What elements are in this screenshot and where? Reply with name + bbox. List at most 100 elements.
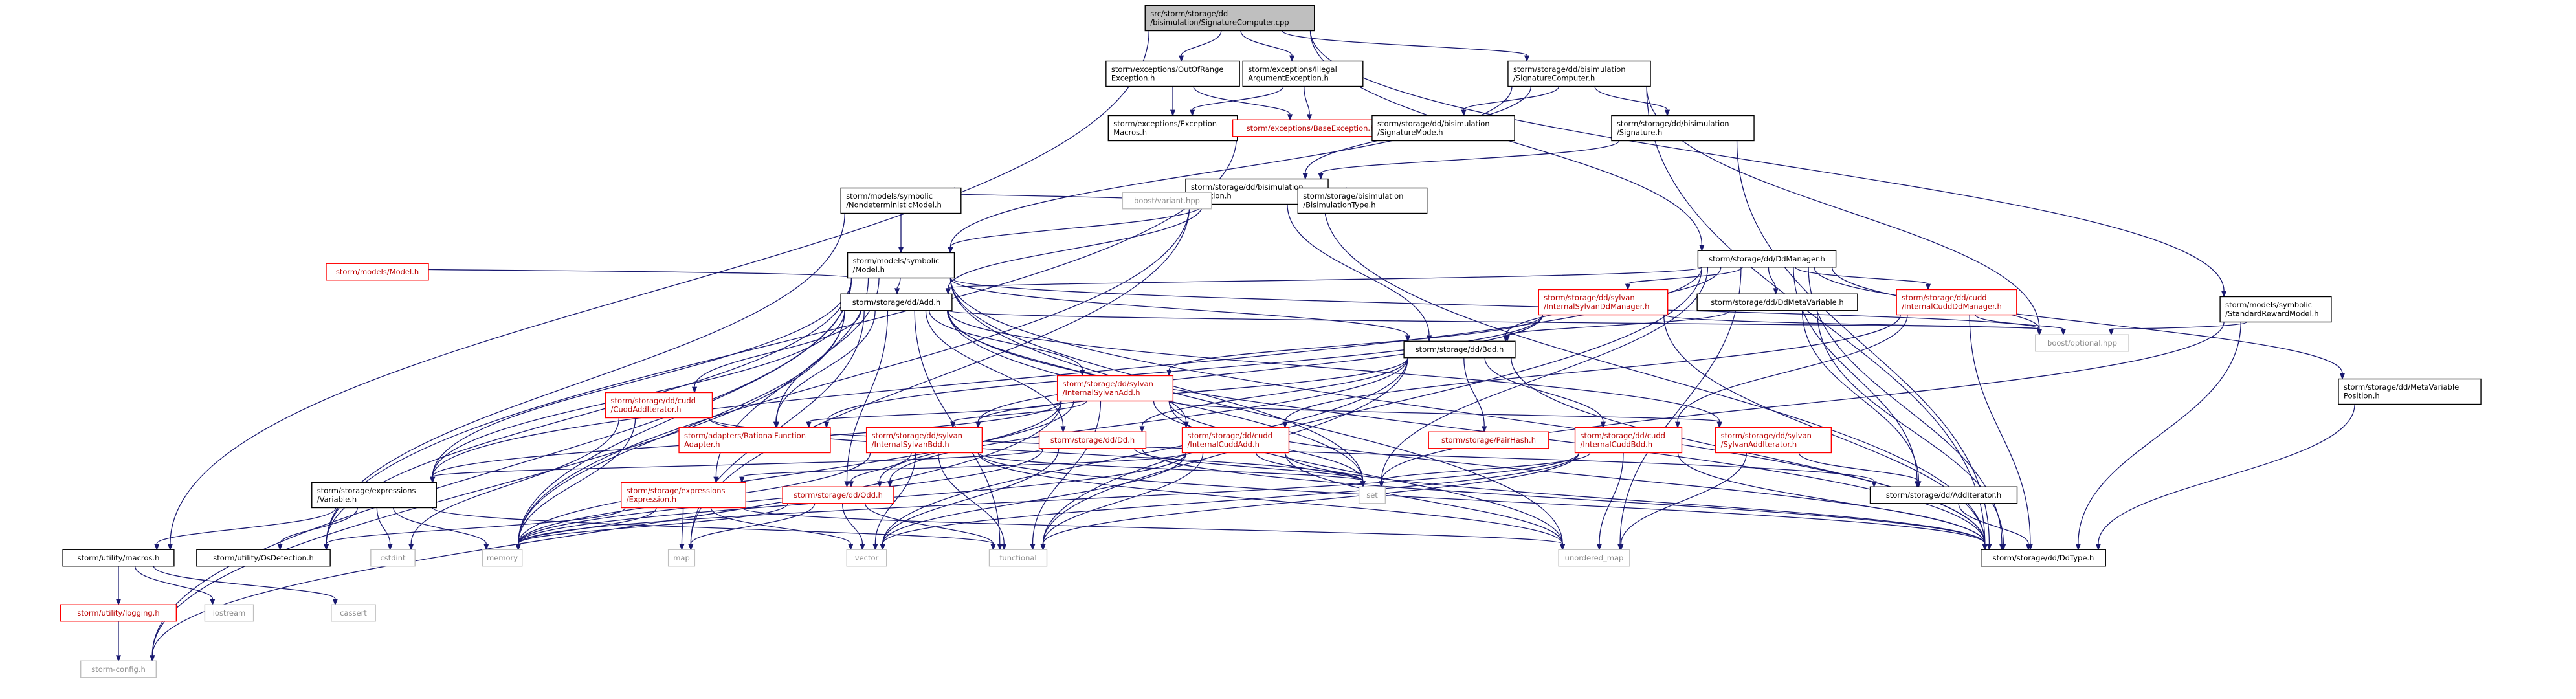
arrowhead-icon [945, 288, 951, 295]
node-sylvanddman[interactable]: storm/storage/dd/sylvan/InternalSylvanDd… [1538, 289, 1669, 316]
arrowhead-icon [1982, 544, 1988, 551]
edge-sigcomp-to-sigmode [1461, 86, 1560, 116]
edge-sylvanddman-to-ratfunc [823, 315, 1543, 428]
edge-line [949, 204, 1205, 247]
edge-metavarpos-to-ddtype [2095, 404, 2355, 551]
edge-line [694, 310, 861, 387]
node-odd[interactable]: storm/storage/dd/Odd.h [782, 486, 894, 504]
node-bdd[interactable]: storm/storage/dd/Bdd.h [1403, 340, 1516, 359]
edge-cuddadditer-to-cstdint [408, 417, 619, 551]
edge-line [170, 30, 1149, 544]
arrowhead-icon [1482, 426, 1487, 433]
edge-line [151, 278, 852, 656]
edge-line [1969, 315, 2031, 544]
edge-add-to-sylvanadd [929, 310, 1085, 377]
edge-line [846, 310, 889, 482]
node-sig[interactable]: storm/storage/dd/bisimulation/Signature.… [1611, 115, 1755, 142]
edge-line [1240, 30, 1293, 56]
node-logging[interactable]: storm/utility/logging.h [60, 604, 177, 622]
node-modelsmodel[interactable]: storm/models/Model.h [326, 263, 429, 281]
edge-sylvanadd-to-ratfunc [806, 400, 1062, 428]
edge-add-to-odd [844, 310, 889, 488]
edge-line [1284, 452, 1986, 544]
arrowhead-icon [1915, 481, 1921, 488]
node-label: Adapter.h [684, 440, 720, 449]
arrowhead-icon [1664, 109, 1671, 116]
edge-line [2078, 322, 2241, 544]
node-dd[interactable]: storm/storage/dd/Dd.h [1038, 431, 1147, 449]
node-ddmanager[interactable]: storm/storage/dd/DdManager.h [1697, 250, 1837, 268]
node-additer[interactable]: storm/storage/dd/AddIterator.h [1869, 486, 2018, 504]
edge-sylvanadditer-to-unordered [1618, 452, 1748, 551]
arrowhead-icon [1560, 544, 1566, 551]
node-add[interactable]: storm/storage/dd/Add.h [840, 293, 953, 311]
node-iae[interactable]: storm/exceptions/IllegalArgumentExceptio… [1242, 60, 1364, 87]
edge-exprvar-to-cstdint [376, 507, 393, 551]
node-nondet[interactable]: storm/models/symbolic/NondeterministicMo… [840, 187, 962, 214]
node-cuddbdd[interactable]: storm/storage/dd/cudd/InternalCuddBdd.h [1574, 427, 1683, 454]
node-set: set [1358, 486, 1386, 504]
node-macros[interactable]: storm/utility/macros.h [62, 549, 175, 567]
edge-root-to-sigcomp [1282, 30, 1530, 62]
arrowhead-icon [860, 544, 865, 551]
edge-line [1304, 86, 1310, 115]
edge-line [882, 448, 1060, 544]
node-label: storm/models/symbolic [846, 192, 933, 201]
node-baseexc[interactable]: storm/exceptions/BaseException.h [1232, 119, 1390, 137]
arrowhead-icon [844, 481, 850, 488]
edge-model-to-config [150, 278, 852, 662]
node-sigcomp[interactable]: storm/storage/dd/bisimulation/SignatureC… [1507, 60, 1651, 87]
node-pairhash[interactable]: storm/storage/PairHash.h [1428, 431, 1549, 449]
node-osdet[interactable]: storm/utility/OsDetection.h [196, 549, 331, 567]
edge-exprvar-to-functional [432, 507, 996, 551]
node-sylvanadditer[interactable]: storm/storage/dd/sylvan/SylvanAddIterato… [1715, 427, 1832, 454]
arrowhead-icon [1287, 114, 1293, 121]
edge-line [1042, 452, 1580, 544]
edge-nondet-to-model [898, 213, 904, 254]
arrowhead-icon [2075, 544, 2081, 551]
edge-logging-to-config [115, 621, 122, 662]
edge-line [1463, 357, 1485, 427]
node-label: storm/utility/logging.h [77, 608, 159, 617]
node-box [1558, 549, 1630, 567]
edge-macros-to-cassert [153, 566, 338, 606]
edge-model-to-modelsmodel [421, 262, 852, 279]
node-label: storm/storage/dd/Dd.h [1050, 436, 1135, 445]
node-label: storm/models/symbolic [853, 256, 940, 265]
node-box [1242, 60, 1364, 87]
node-cuddddman[interactable]: storm/storage/dd/cudd/InternalCuddDdMana… [1896, 289, 2017, 316]
edge-line [1463, 86, 1560, 111]
node-ddmetavar[interactable]: storm/storage/dd/DdMetaVariable.h [1696, 293, 1858, 311]
edge-line [889, 357, 1408, 482]
edge-line [1594, 86, 1668, 111]
node-model[interactable]: storm/models/symbolic/Model.h [847, 252, 955, 279]
node-box [1981, 549, 2106, 567]
node-label: /Signature.h [1617, 128, 1662, 137]
node-sylvanbdd[interactable]: storm/storage/dd/sylvan/InternalSylvanBd… [865, 427, 983, 454]
edge-line [1677, 452, 1986, 544]
node-sigmode[interactable]: storm/storage/dd/bisimulation/SignatureM… [1371, 115, 1515, 142]
arrowhead-icon [877, 481, 883, 488]
arrowhead-icon [1139, 426, 1145, 433]
edge-cuddddman-to-optional [1975, 314, 2066, 336]
node-sylvanadd[interactable]: storm/storage/dd/sylvan/InternalSylvanAd… [1056, 375, 1174, 402]
node-label: storm/storage/dd/bisimulation [1377, 119, 1490, 128]
node-ddtype[interactable]: storm/storage/dd/DdType.h [1981, 549, 2106, 567]
edge-line [681, 507, 684, 544]
edge-line [1798, 452, 1919, 482]
node-label: /InternalSylvanBdd.h [872, 440, 949, 449]
node-bisimtype[interactable]: storm/storage/bisimulation/BisimulationT… [1297, 187, 1428, 214]
node-expr[interactable]: storm/storage/expressions/Expression.h [621, 482, 746, 509]
node-root[interactable]: src/storm/storage/dd/bisimulation/Signat… [1144, 5, 1315, 32]
node-exprvar[interactable]: storm/storage/expressions/Variable.h [311, 482, 437, 509]
node-cuddadd[interactable]: storm/storage/dd/cudd/InternalCuddAdd.h [1181, 427, 1290, 454]
node-stdreward[interactable]: storm/models/symbolic/StandardRewardMode… [2219, 296, 2332, 323]
node-cuddadditer[interactable]: storm/storage/dd/cudd/CuddAddIterator.h [605, 392, 713, 419]
edge-line [1168, 400, 1720, 423]
node-label: storm/storage/dd/Bdd.h [1416, 345, 1504, 354]
node-box [1107, 115, 1238, 142]
